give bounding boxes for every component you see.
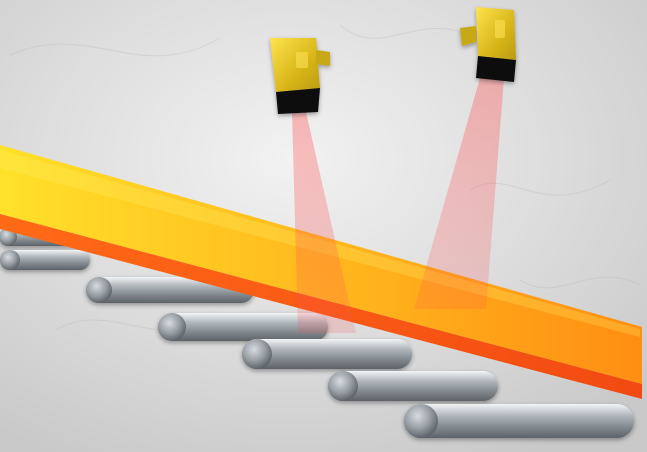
sensor-left-highlight (296, 52, 308, 68)
sensor-left-connector (316, 50, 330, 66)
sensor-left-lens (276, 88, 320, 114)
sensor-right-lens (476, 56, 516, 82)
roller-6 (328, 371, 498, 401)
sensor-right-highlight (495, 20, 505, 38)
roller-5 (242, 339, 412, 369)
roller-7 (404, 404, 634, 438)
roller-2 (0, 250, 90, 270)
sensor-left-body (270, 38, 320, 92)
